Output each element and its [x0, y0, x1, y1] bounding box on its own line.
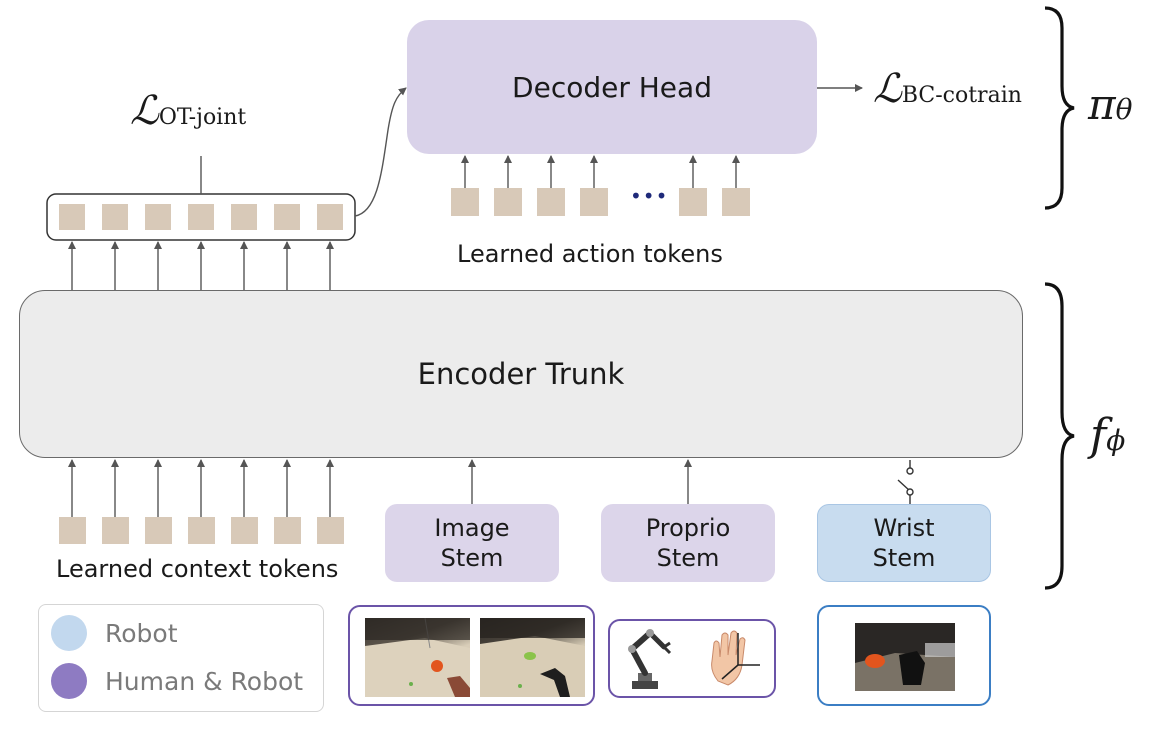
context-token	[102, 517, 129, 544]
context-token	[188, 517, 215, 544]
scene-image-robot	[480, 618, 585, 697]
policy-label: πθ	[1088, 80, 1132, 129]
encoder-trunk: Encoder Trunk	[19, 290, 1023, 458]
scene-image-human	[365, 618, 470, 697]
context-token	[274, 517, 301, 544]
policy-symbol: π	[1088, 80, 1116, 129]
action-tokens-ellipsis: •••	[630, 184, 669, 208]
legend-label-human-robot: Human & Robot	[105, 666, 304, 696]
context-tokens-label: Learned context tokens	[56, 555, 339, 583]
wrist-camera-panel	[817, 605, 991, 706]
bc-cotrain-loss-subscript: BC-cotrain	[901, 83, 1022, 108]
action-token	[722, 188, 750, 216]
proprio-stem-line1: Proprio	[645, 514, 731, 542]
bc-cotrain-loss: ℒBC-cotrain	[873, 66, 1022, 112]
encoder-function-symbol: f	[1090, 410, 1107, 461]
decoder-head: Decoder Head	[407, 20, 817, 154]
action-token	[494, 188, 522, 216]
context-token	[59, 517, 86, 544]
context-output-tokens	[59, 204, 343, 230]
ot-joint-loss-symbol: ℒ	[130, 88, 159, 134]
action-token	[451, 188, 479, 216]
encoder-to-context-arrows	[68, 241, 334, 290]
context-to-decoder-arrow	[354, 87, 407, 217]
context-output-token	[274, 204, 300, 230]
decoder-head-label: Decoder Head	[512, 70, 712, 104]
context-token	[317, 517, 344, 544]
legend: Robot Human & Robot	[38, 604, 324, 712]
context-output-token	[59, 204, 85, 230]
legend-item-robot: Robot	[51, 615, 178, 651]
legend-item-human-robot: Human & Robot	[51, 663, 303, 699]
policy-brace	[1044, 6, 1075, 210]
policy-subscript: θ	[1115, 93, 1133, 126]
wrist-stem-line2: Stem	[872, 544, 936, 572]
legend-label-robot: Robot	[105, 618, 178, 648]
action-tokens-label: Learned action tokens	[457, 240, 723, 268]
context-token	[145, 517, 172, 544]
action-token	[580, 188, 608, 216]
context-output-token	[102, 204, 128, 230]
hand-icon	[711, 630, 760, 686]
wrist-stem-line1: Wrist	[873, 514, 935, 542]
proprio-stem-line2: Stem	[656, 544, 720, 572]
context-to-encoder-arrows	[68, 459, 334, 517]
ot-joint-loss-subscript: OT-joint	[158, 105, 247, 130]
context-output-token	[188, 204, 214, 230]
legend-swatch-robot	[51, 615, 87, 651]
camera-images-panel	[348, 605, 595, 706]
action-token	[537, 188, 565, 216]
bc-cotrain-loss-symbol: ℒ	[873, 66, 902, 112]
encoder-trunk-label: Encoder Trunk	[417, 357, 625, 391]
wrist-camera-image	[855, 623, 955, 691]
image-stem-line2: Stem	[440, 544, 504, 572]
context-token	[231, 517, 258, 544]
wrist-switch-icon	[897, 460, 914, 504]
action-token-arrows	[461, 155, 740, 188]
robot-arm-icon	[628, 629, 672, 689]
encoder-function-subscript: ϕ	[1106, 424, 1126, 457]
input-context-tokens	[59, 517, 344, 544]
context-output-token	[231, 204, 257, 230]
encoder-function-label: fϕ	[1090, 410, 1125, 461]
context-output-token	[145, 204, 171, 230]
legend-swatch-human-robot	[51, 663, 87, 699]
action-token	[679, 188, 707, 216]
image-stem-line1: Image	[434, 514, 510, 542]
proprio-panel	[608, 619, 776, 698]
ot-joint-loss: ℒOT-joint	[130, 88, 246, 134]
action-tokens	[451, 188, 750, 216]
encoder-brace	[1044, 282, 1075, 590]
context-output-token	[317, 204, 343, 230]
